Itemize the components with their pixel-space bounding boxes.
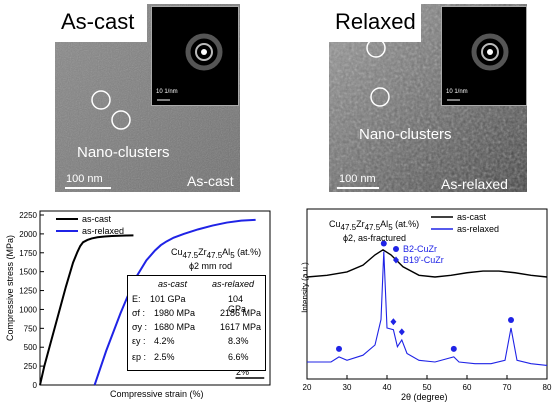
b2-peak-marker — [380, 240, 387, 247]
x-tick-label: 70 — [503, 383, 512, 392]
composition-label: Cu47.5Zr47.5Al5 (at.%) — [329, 219, 420, 232]
cluster-circles — [337, 38, 390, 189]
table-row: σy : 1680 MPa 1617 MPa — [132, 322, 262, 332]
legend-label: as-cast — [82, 214, 112, 224]
x-tick-label: 20 — [303, 383, 312, 392]
x-axis-label: 2θ (degree) — [401, 392, 448, 402]
cluster-circles — [65, 90, 131, 189]
b19-peak-marker — [398, 328, 405, 336]
diffraction-pattern — [157, 33, 223, 101]
x-axis-label: Compressive strain (%) — [110, 389, 204, 399]
cluster-circle — [111, 110, 131, 130]
y-axis-label: Compressive stress (MPa) — [5, 234, 15, 342]
b2-peak-marker — [508, 317, 514, 323]
stress-strain-plot: 0 250 500 750 1000 1250 1500 1750 2000 2250 as-cas… — [19, 210, 271, 390]
table-row: εp : 2.5% 6.6% — [132, 352, 249, 362]
b19-legend-label: B19'-CuZr — [403, 255, 444, 265]
b2-peak-marker — [450, 345, 457, 352]
relaxed-tem-image: Relaxed 10 1/nm Nano-clusters 100 nm As-… — [329, 4, 527, 192]
corner-label: As-cast — [187, 173, 234, 189]
inset-scale-label: 10 1/nm — [156, 89, 178, 95]
y-tick-label: 2000 — [19, 230, 37, 239]
table-header-as-relaxed: as-relaxed — [212, 279, 255, 289]
y-tick-label: 250 — [24, 362, 38, 371]
b2-legend-marker — [393, 246, 399, 252]
nano-clusters-label: Nano-clusters — [359, 126, 452, 143]
xrd-plot: 20 30 40 50 60 70 80 as-cast as-relaxedB2-CuZrB1… — [303, 208, 552, 392]
y-tick-label: 2250 — [19, 211, 37, 220]
specimen-label: ϕ2 mm rod — [189, 261, 233, 271]
relaxed-diffraction-inset: 10 1/nm — [441, 6, 527, 106]
specimen-label: ϕ2, as-fractured — [343, 233, 407, 243]
x-tick-label: 40 — [383, 383, 392, 392]
as-cast-title-box — [55, 4, 147, 42]
plot-frame — [39, 210, 271, 386]
y-tick-label: 1500 — [19, 268, 37, 277]
y-tick-label: 1750 — [19, 249, 37, 258]
strain-scale-label: 2% — [236, 367, 250, 377]
corner-label: As-relaxed — [441, 176, 508, 192]
y-tick-label: 1250 — [19, 287, 37, 296]
b19-peak-marker — [390, 318, 397, 326]
y-tick-label: 1000 — [19, 305, 37, 314]
series-line-as-cast — [39, 234, 134, 386]
legend-label: as-relaxed — [82, 226, 124, 236]
table-row: εy : 4.2% 8.3% — [132, 336, 249, 346]
series-line-as-relaxed — [307, 251, 548, 366]
as-cast-diffraction-inset: 10 1/nm — [151, 6, 239, 106]
y-tick-label: 0 — [33, 381, 38, 390]
legend-label: as-relaxed — [457, 224, 499, 234]
x-tick-label: 50 — [423, 383, 432, 392]
x-tick-label: 60 — [463, 383, 472, 392]
relaxed-title: Relaxed — [335, 9, 416, 34]
table-row: E: 101 GPa 104 GPa — [132, 294, 247, 314]
as-cast-tem-image: As-cast 10 1/nm Nano-clusters 100 nm As-… — [55, 4, 240, 192]
nano-clusters-label: Nano-clusters — [77, 144, 170, 161]
stress-strain-chart: 0 250 500 750 1000 1250 1500 1750 2000 2250 as-cas… — [0, 203, 277, 407]
legend-label: as-cast — [457, 212, 487, 222]
series-line-as-relaxed — [93, 218, 256, 386]
relaxed-title-box — [329, 4, 421, 42]
table-header-as-cast: as-cast — [158, 279, 188, 289]
cluster-circle — [370, 87, 390, 107]
series-line-as-cast — [306, 248, 548, 278]
b2-legend-label: B2-CuZr — [403, 244, 437, 254]
b2-peak-marker — [336, 345, 342, 352]
diffraction-pattern — [447, 33, 509, 101]
properties-table: as-cast as-relaxed E: 101 GPa 104 GPa σf… — [127, 275, 266, 371]
cluster-circle — [366, 38, 386, 58]
y-tick-label: 750 — [24, 324, 38, 333]
composition-label: Cu47.5Zr47.5Al5 (at.%) — [171, 247, 262, 260]
as-cast-title: As-cast — [61, 9, 135, 34]
y-axis-label: Intensity (a.u.) — [300, 262, 310, 313]
x-tick-label: 80 — [543, 383, 552, 392]
inset-scale-label: 10 1/nm — [446, 89, 468, 95]
cluster-circle — [91, 90, 111, 110]
x-tick-label: 30 — [343, 383, 352, 392]
table-row: σf : 1980 MPa 2186 MPa — [132, 308, 262, 318]
y-tick-label: 500 — [24, 343, 38, 352]
b19-legend-marker — [393, 256, 399, 264]
scale-bar-label: 100 nm — [339, 173, 376, 185]
scale-bar-label: 100 nm — [66, 173, 103, 185]
